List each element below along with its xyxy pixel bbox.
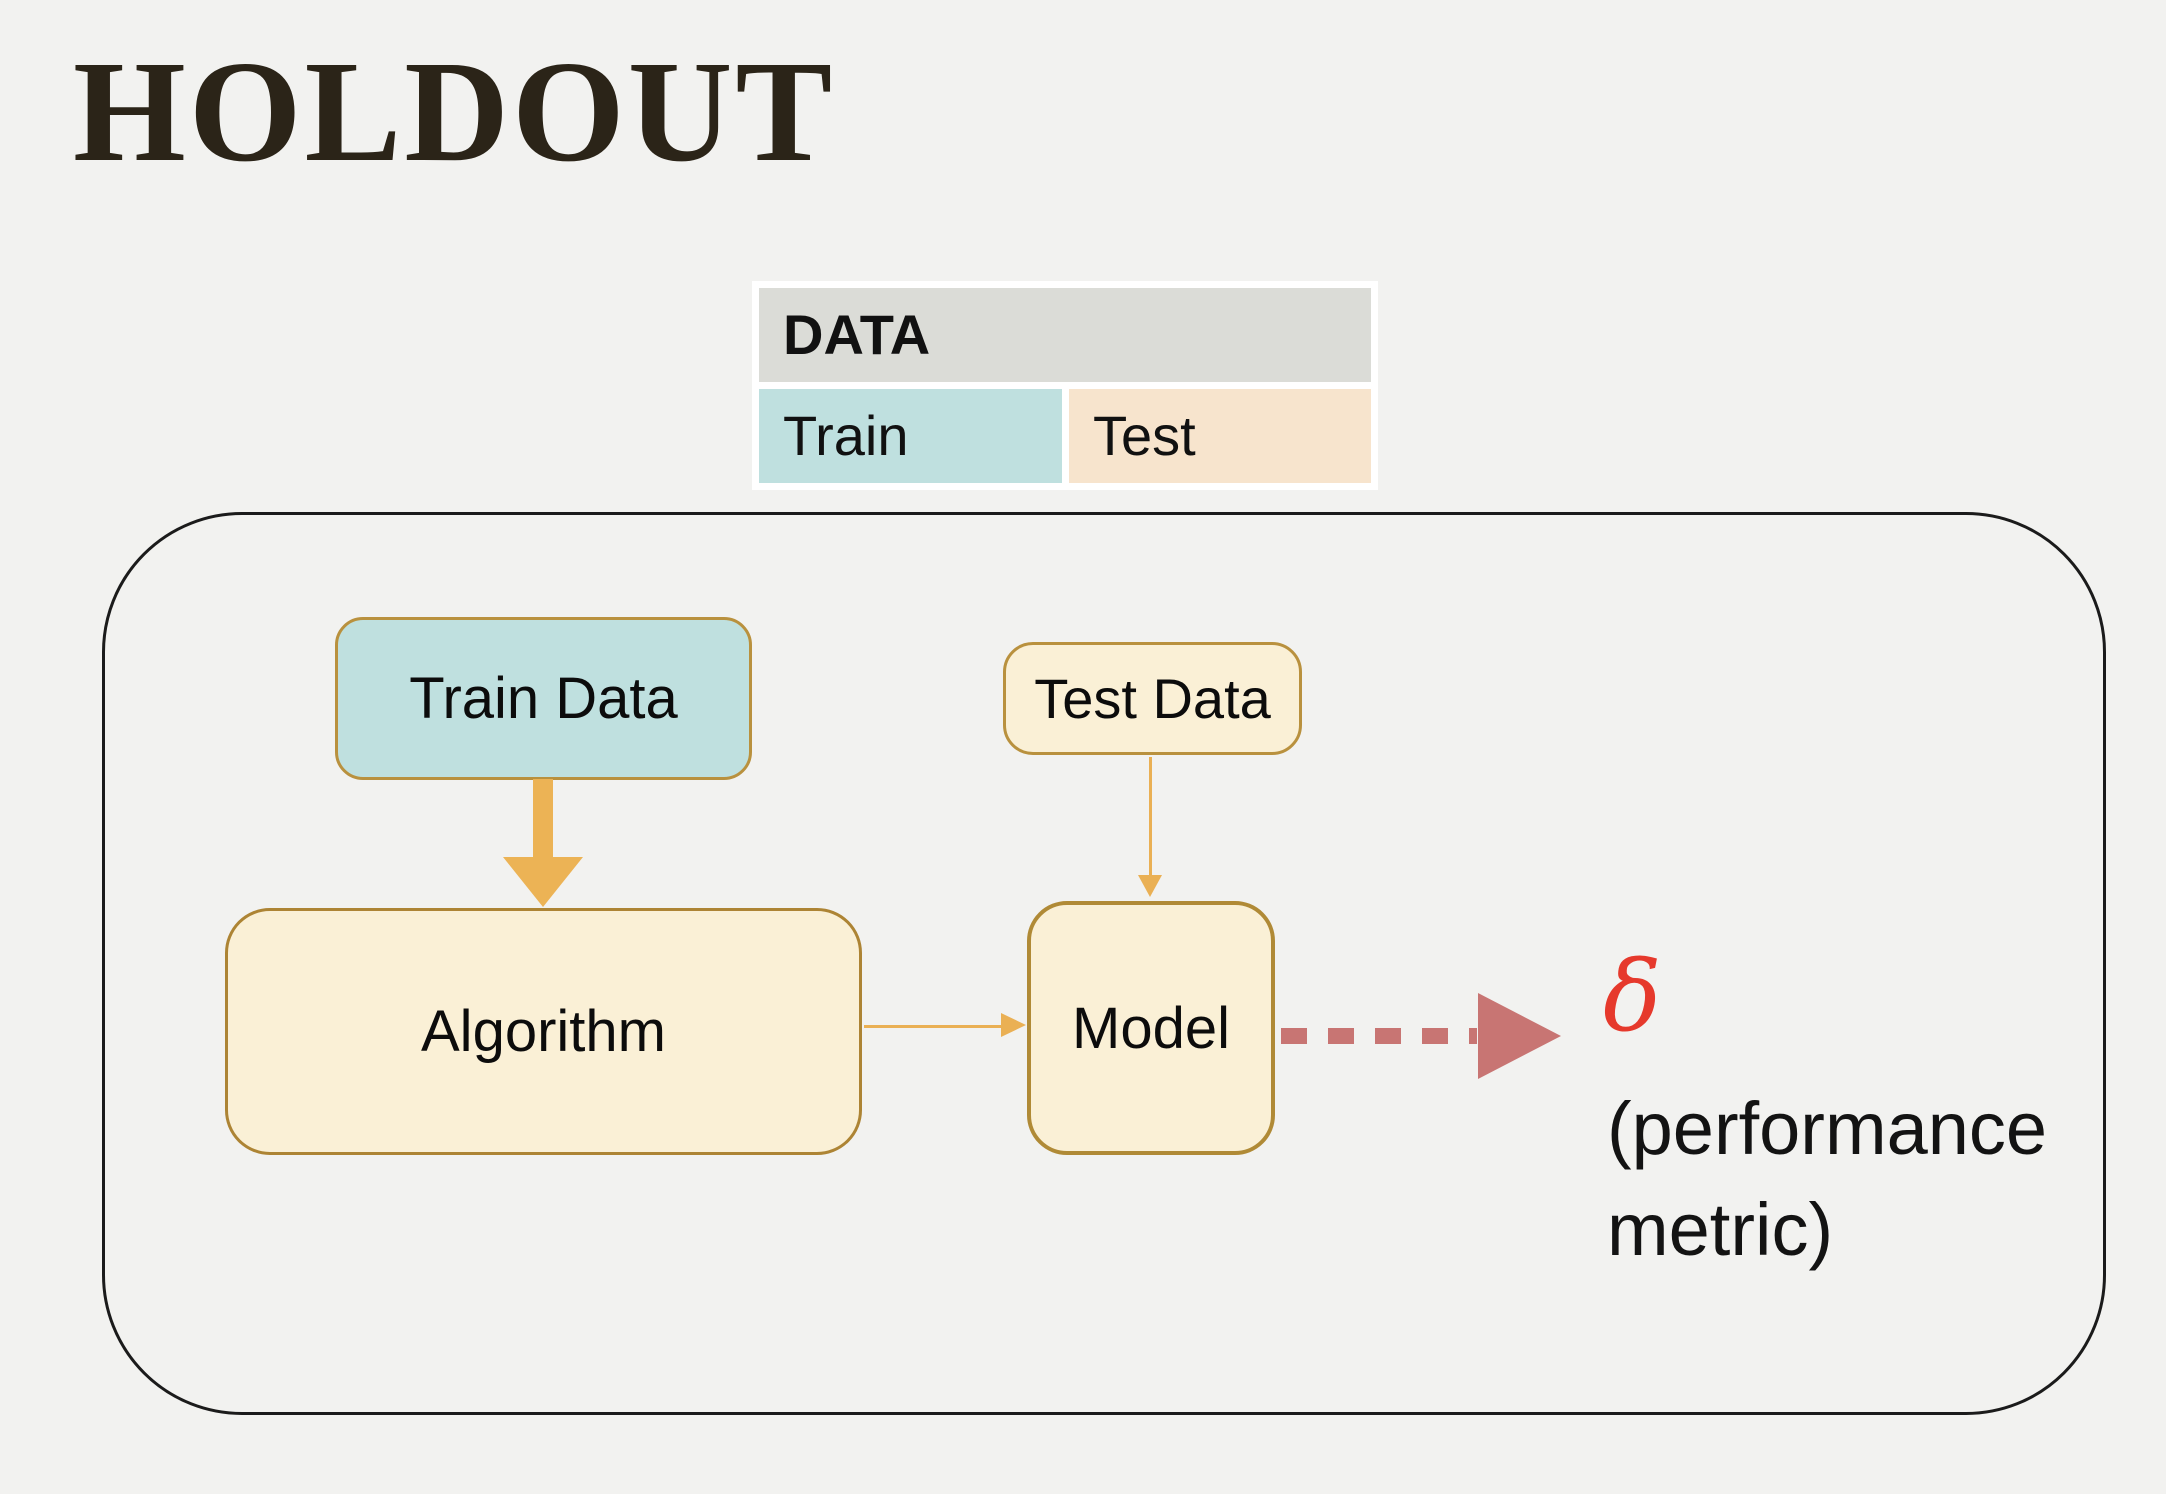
test-to-model-arrow-icon [1138,875,1162,897]
model-to-metric-dashed-arrow-shaft [1281,1028,1477,1044]
algorithm-to-model-arrow-shaft [864,1025,1002,1028]
model-node: Model [1027,901,1275,1155]
test-data-label: Test Data [1034,667,1271,730]
algorithm-node: Algorithm [225,908,862,1155]
test-data-node: Test Data [1003,642,1302,755]
model-label: Model [1072,995,1230,1061]
algorithm-label: Algorithm [421,999,666,1064]
model-to-metric-arrow-icon [1478,993,1561,1079]
train-to-algorithm-arrow-icon [503,857,583,907]
train-cell: Train [759,389,1062,483]
data-table-header: DATA [759,288,1371,382]
data-table-row: Train Test [759,389,1371,483]
train-data-label: Train Data [409,666,678,731]
train-data-node: Train Data [335,617,752,780]
data-split-table: DATA Train Test [752,281,1378,490]
page-title: HOLDOUT [73,32,836,192]
delta-symbol: δ [1603,940,1662,1053]
holdout-flow-container [102,512,2106,1415]
train-to-algorithm-arrow-shaft [533,779,553,859]
test-to-model-arrow-shaft [1149,757,1152,878]
performance-metric-caption: (performance metric) [1607,1087,2048,1272]
algorithm-to-model-arrow-icon [1001,1013,1026,1037]
test-cell: Test [1069,389,1371,483]
